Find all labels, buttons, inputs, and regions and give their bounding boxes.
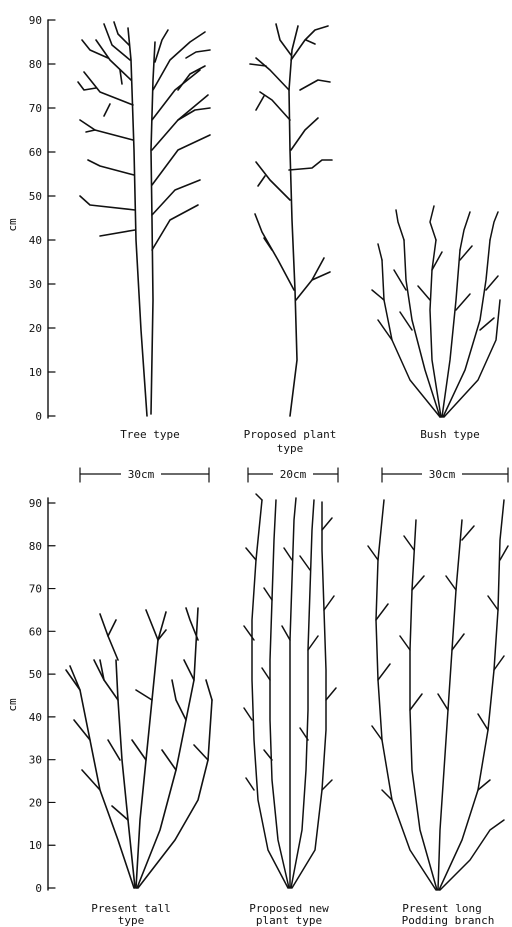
top-axis-unit-label: cm: [6, 218, 19, 232]
proposed-new-plant-type-drawing: [244, 494, 336, 888]
top-axis-tick-label: 10: [29, 366, 42, 379]
dimension-label-3: 30cm: [429, 468, 456, 481]
bottom-axis-tick-label: 10: [29, 839, 42, 852]
proposed-plant-type-drawing: [250, 24, 332, 416]
top-axis-tick-label: 40: [29, 234, 42, 247]
top-axis-tick-label: 50: [29, 190, 42, 203]
bottom-y-axis: 0 10 20 30 40 50 60 70 80 90 cm: [6, 497, 55, 895]
bush-type-caption: Bush type: [420, 428, 480, 441]
present-tall-type-caption-2: type: [118, 914, 145, 927]
tree-type-caption: Tree type: [120, 428, 180, 441]
tree-type-drawing: [78, 22, 210, 416]
top-y-axis: 0 10 20 30 40 50 60 70 80 90 cm: [6, 14, 55, 423]
present-tall-type-drawing: [66, 608, 212, 888]
top-panel: 0 10 20 30 40 50 60 70 80 90 cm: [6, 14, 500, 455]
bottom-axis-tick-label: 90: [29, 497, 42, 510]
top-axis-tick-label: 60: [29, 146, 42, 159]
top-axis-tick-label: 80: [29, 58, 42, 71]
bottom-axis-tick-label: 50: [29, 668, 42, 681]
bottom-axis-tick-label: 60: [29, 625, 42, 638]
bottom-axis-tick-label: 0: [35, 882, 42, 895]
top-axis-tick-label: 90: [29, 14, 42, 27]
dimension-label-1: 30cm: [128, 468, 155, 481]
present-long-podding-branch-caption-2: Podding branch: [402, 914, 495, 927]
top-axis-tick-label: 70: [29, 102, 42, 115]
top-axis-tick-label: 20: [29, 322, 42, 335]
bottom-axis-tick-label: 70: [29, 583, 42, 596]
present-long-podding-branch-drawing: [368, 500, 508, 890]
bottom-panel: 30cm 20cm 30cm 0 10 20 30 40 50 60 70 80 90 cm: [6, 466, 508, 927]
dimension-label-2: 20cm: [280, 468, 307, 481]
bush-type-drawing: [372, 206, 500, 417]
proposed-new-plant-type-caption-2: plant type: [256, 914, 322, 927]
top-axis-tick-label: 30: [29, 278, 42, 291]
proposed-plant-type-caption-1: Proposed plant: [244, 428, 337, 441]
bottom-axis-tick-label: 40: [29, 711, 42, 724]
top-axis-tick-label: 0: [35, 410, 42, 423]
bottom-axis-tick-label: 20: [29, 796, 42, 809]
bottom-axis-unit-label: cm: [6, 698, 19, 712]
proposed-plant-type-caption-2: type: [277, 442, 304, 455]
bottom-axis-tick-label: 80: [29, 540, 42, 553]
bottom-axis-tick-label: 30: [29, 754, 42, 767]
